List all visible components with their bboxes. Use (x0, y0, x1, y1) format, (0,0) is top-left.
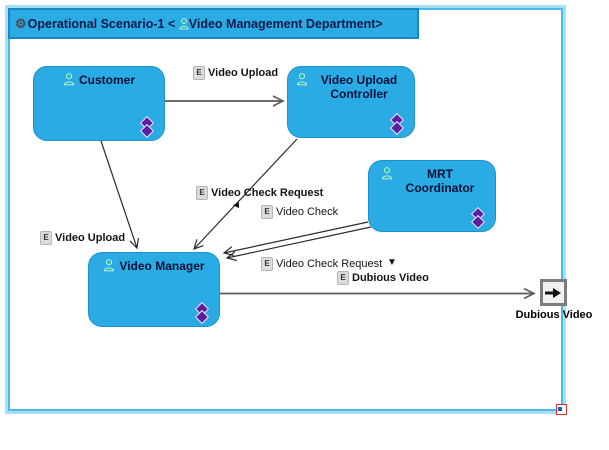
port-label: Dubious Video (515, 309, 593, 321)
actor-icon (64, 73, 74, 86)
actor-icon (104, 259, 115, 272)
message-label-video-upload-top[interactable]: E Video Upload (193, 66, 278, 80)
message-text: Dubious Video (352, 272, 429, 284)
node-label: MRT Coordinator (405, 167, 475, 196)
actor-icon (297, 73, 307, 86)
node-video-upload-controller[interactable]: Video Upload Controller (287, 66, 415, 138)
message-text: Video Check Request (276, 258, 383, 270)
node-label: Customer (78, 73, 135, 87)
exchange-item-icon: E (40, 231, 52, 245)
node-label: Video Manager (119, 259, 205, 273)
node-mrt-coordinator[interactable]: MRT Coordinator (368, 160, 496, 232)
edge-video-check-b[interactable] (227, 226, 372, 258)
exchange-item-icon: E (261, 205, 273, 219)
represents-icon (389, 112, 405, 136)
diagram-title-text: Operational Scenario-1 < (27, 16, 179, 31)
exchange-item-icon: E (196, 186, 208, 200)
diagram-title-text: Video Management Department> (188, 16, 383, 31)
node-label: Video Upload Controller (320, 73, 398, 102)
exchange-item-icon: E (261, 257, 273, 271)
edge-video-upload-left[interactable] (100, 140, 137, 248)
edge-video-check-a[interactable] (224, 221, 369, 253)
message-label-video-upload-left[interactable]: E Video Upload (40, 231, 125, 245)
node-video-manager[interactable]: Video Manager (88, 252, 220, 327)
message-label-dubious-video[interactable]: E Dubious Video (337, 271, 429, 285)
message-text: Video Check Request (211, 187, 324, 199)
message-text: Video Upload (208, 67, 279, 79)
edge-video-check-request-upper[interactable] (194, 138, 298, 249)
message-text: Video Check (276, 206, 339, 218)
exchange-item-icon: E (337, 271, 349, 285)
represents-icon (470, 206, 486, 230)
message-label-video-check-request-upper[interactable]: E Video Check Request (196, 186, 323, 200)
actor-icon (382, 167, 392, 180)
diagram-title-bar[interactable]: ⚙Operational Scenario-1 < Video Manageme… (8, 8, 419, 39)
port-arrow-icon (545, 287, 561, 298)
direction-triangle-left-icon: ◄ (231, 200, 241, 211)
represents-icon (139, 115, 155, 139)
actor-icon (179, 17, 189, 29)
exchange-item-icon: E (193, 66, 205, 80)
message-label-video-check-request-lower[interactable]: E Video Check Request (261, 257, 382, 271)
output-port-dubious-video[interactable] (540, 279, 567, 306)
scenario-icon: ⚙ (15, 16, 27, 31)
represents-icon (194, 301, 210, 325)
frame-corner-marker-icon[interactable] (556, 404, 567, 415)
marker-dot (558, 407, 562, 411)
message-text: Video Upload (55, 232, 126, 244)
direction-triangle-down-icon: ▼ (387, 257, 397, 268)
node-customer[interactable]: Customer (33, 66, 165, 141)
message-label-video-check[interactable]: E Video Check (261, 205, 338, 219)
